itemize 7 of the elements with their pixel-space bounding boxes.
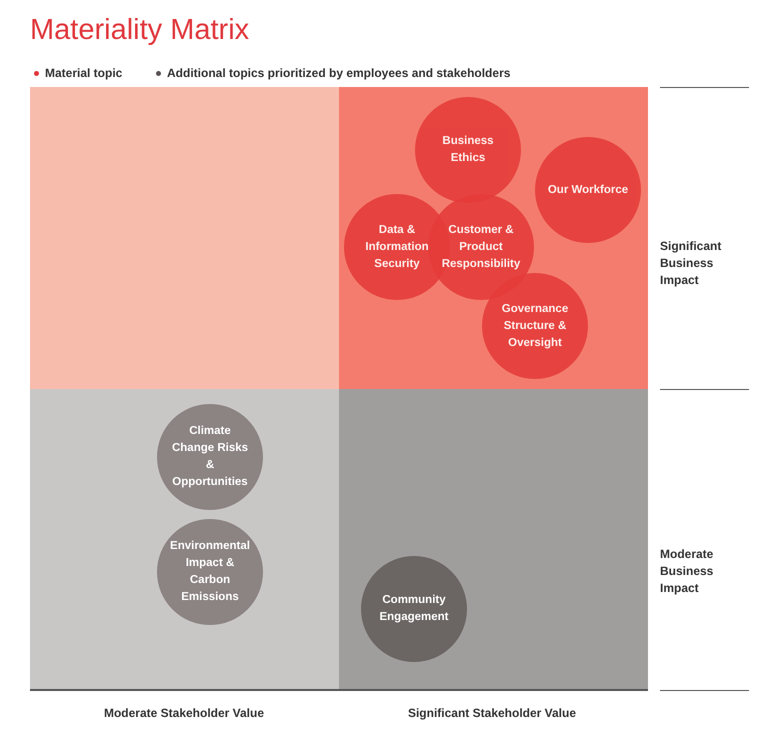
axis-label: Significant Stakeholder Value: [406, 705, 578, 722]
legend-text: Additional topics prioritized by employees and stakeholders: [167, 66, 510, 80]
title: Materiality Matrix: [30, 14, 250, 47]
axis-label: Significant Business Impact: [660, 238, 722, 289]
axis-label: Moderate Stakeholder Value: [102, 705, 266, 722]
axis-label: Moderate Business Impact: [660, 546, 714, 597]
legend-text: Material topic: [45, 66, 122, 80]
